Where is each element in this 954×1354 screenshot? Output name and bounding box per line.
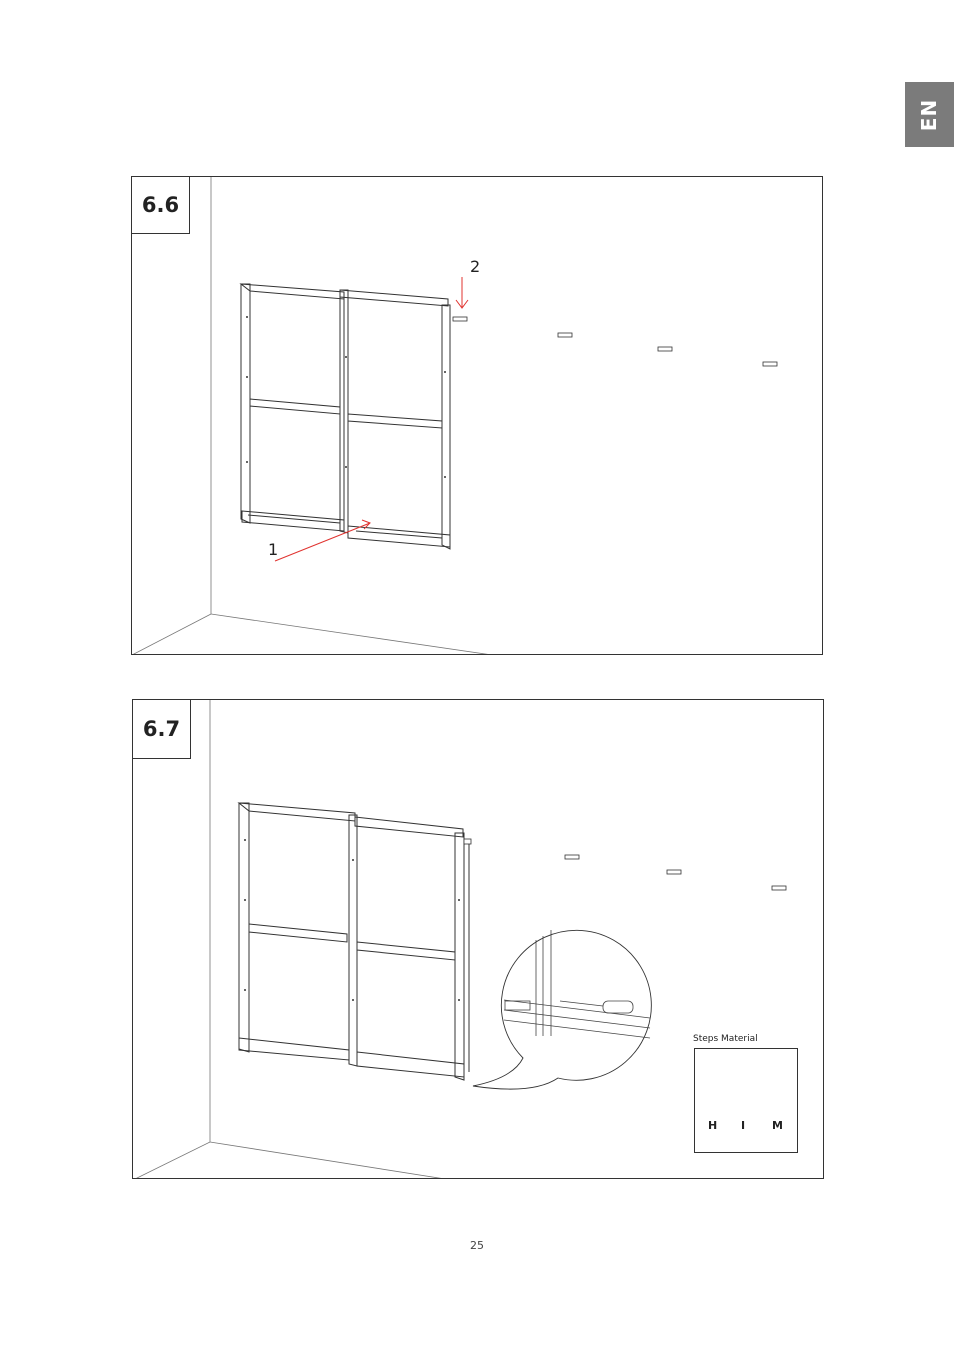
step-panel-6-6: 6.6 2 1: [131, 176, 823, 655]
step-number: 6.6: [131, 176, 190, 234]
page-number: 25: [0, 1239, 954, 1252]
wall-frame-illustration: [132, 177, 823, 655]
language-tab-label: EN: [918, 98, 942, 130]
steps-material-title: Steps Material: [693, 1034, 758, 1044]
material-label-i: I: [741, 1119, 745, 1132]
steps-material-box: H I M: [694, 1048, 798, 1153]
language-tab: EN: [905, 82, 954, 147]
material-label-m: M: [772, 1119, 783, 1132]
callout-1: 1: [268, 540, 278, 559]
step-number: 6.7: [132, 699, 191, 759]
step-panel-6-7: 6.7 Steps Material H I M: [132, 699, 824, 1179]
material-label-h: H: [708, 1119, 717, 1132]
callout-2: 2: [470, 257, 480, 276]
